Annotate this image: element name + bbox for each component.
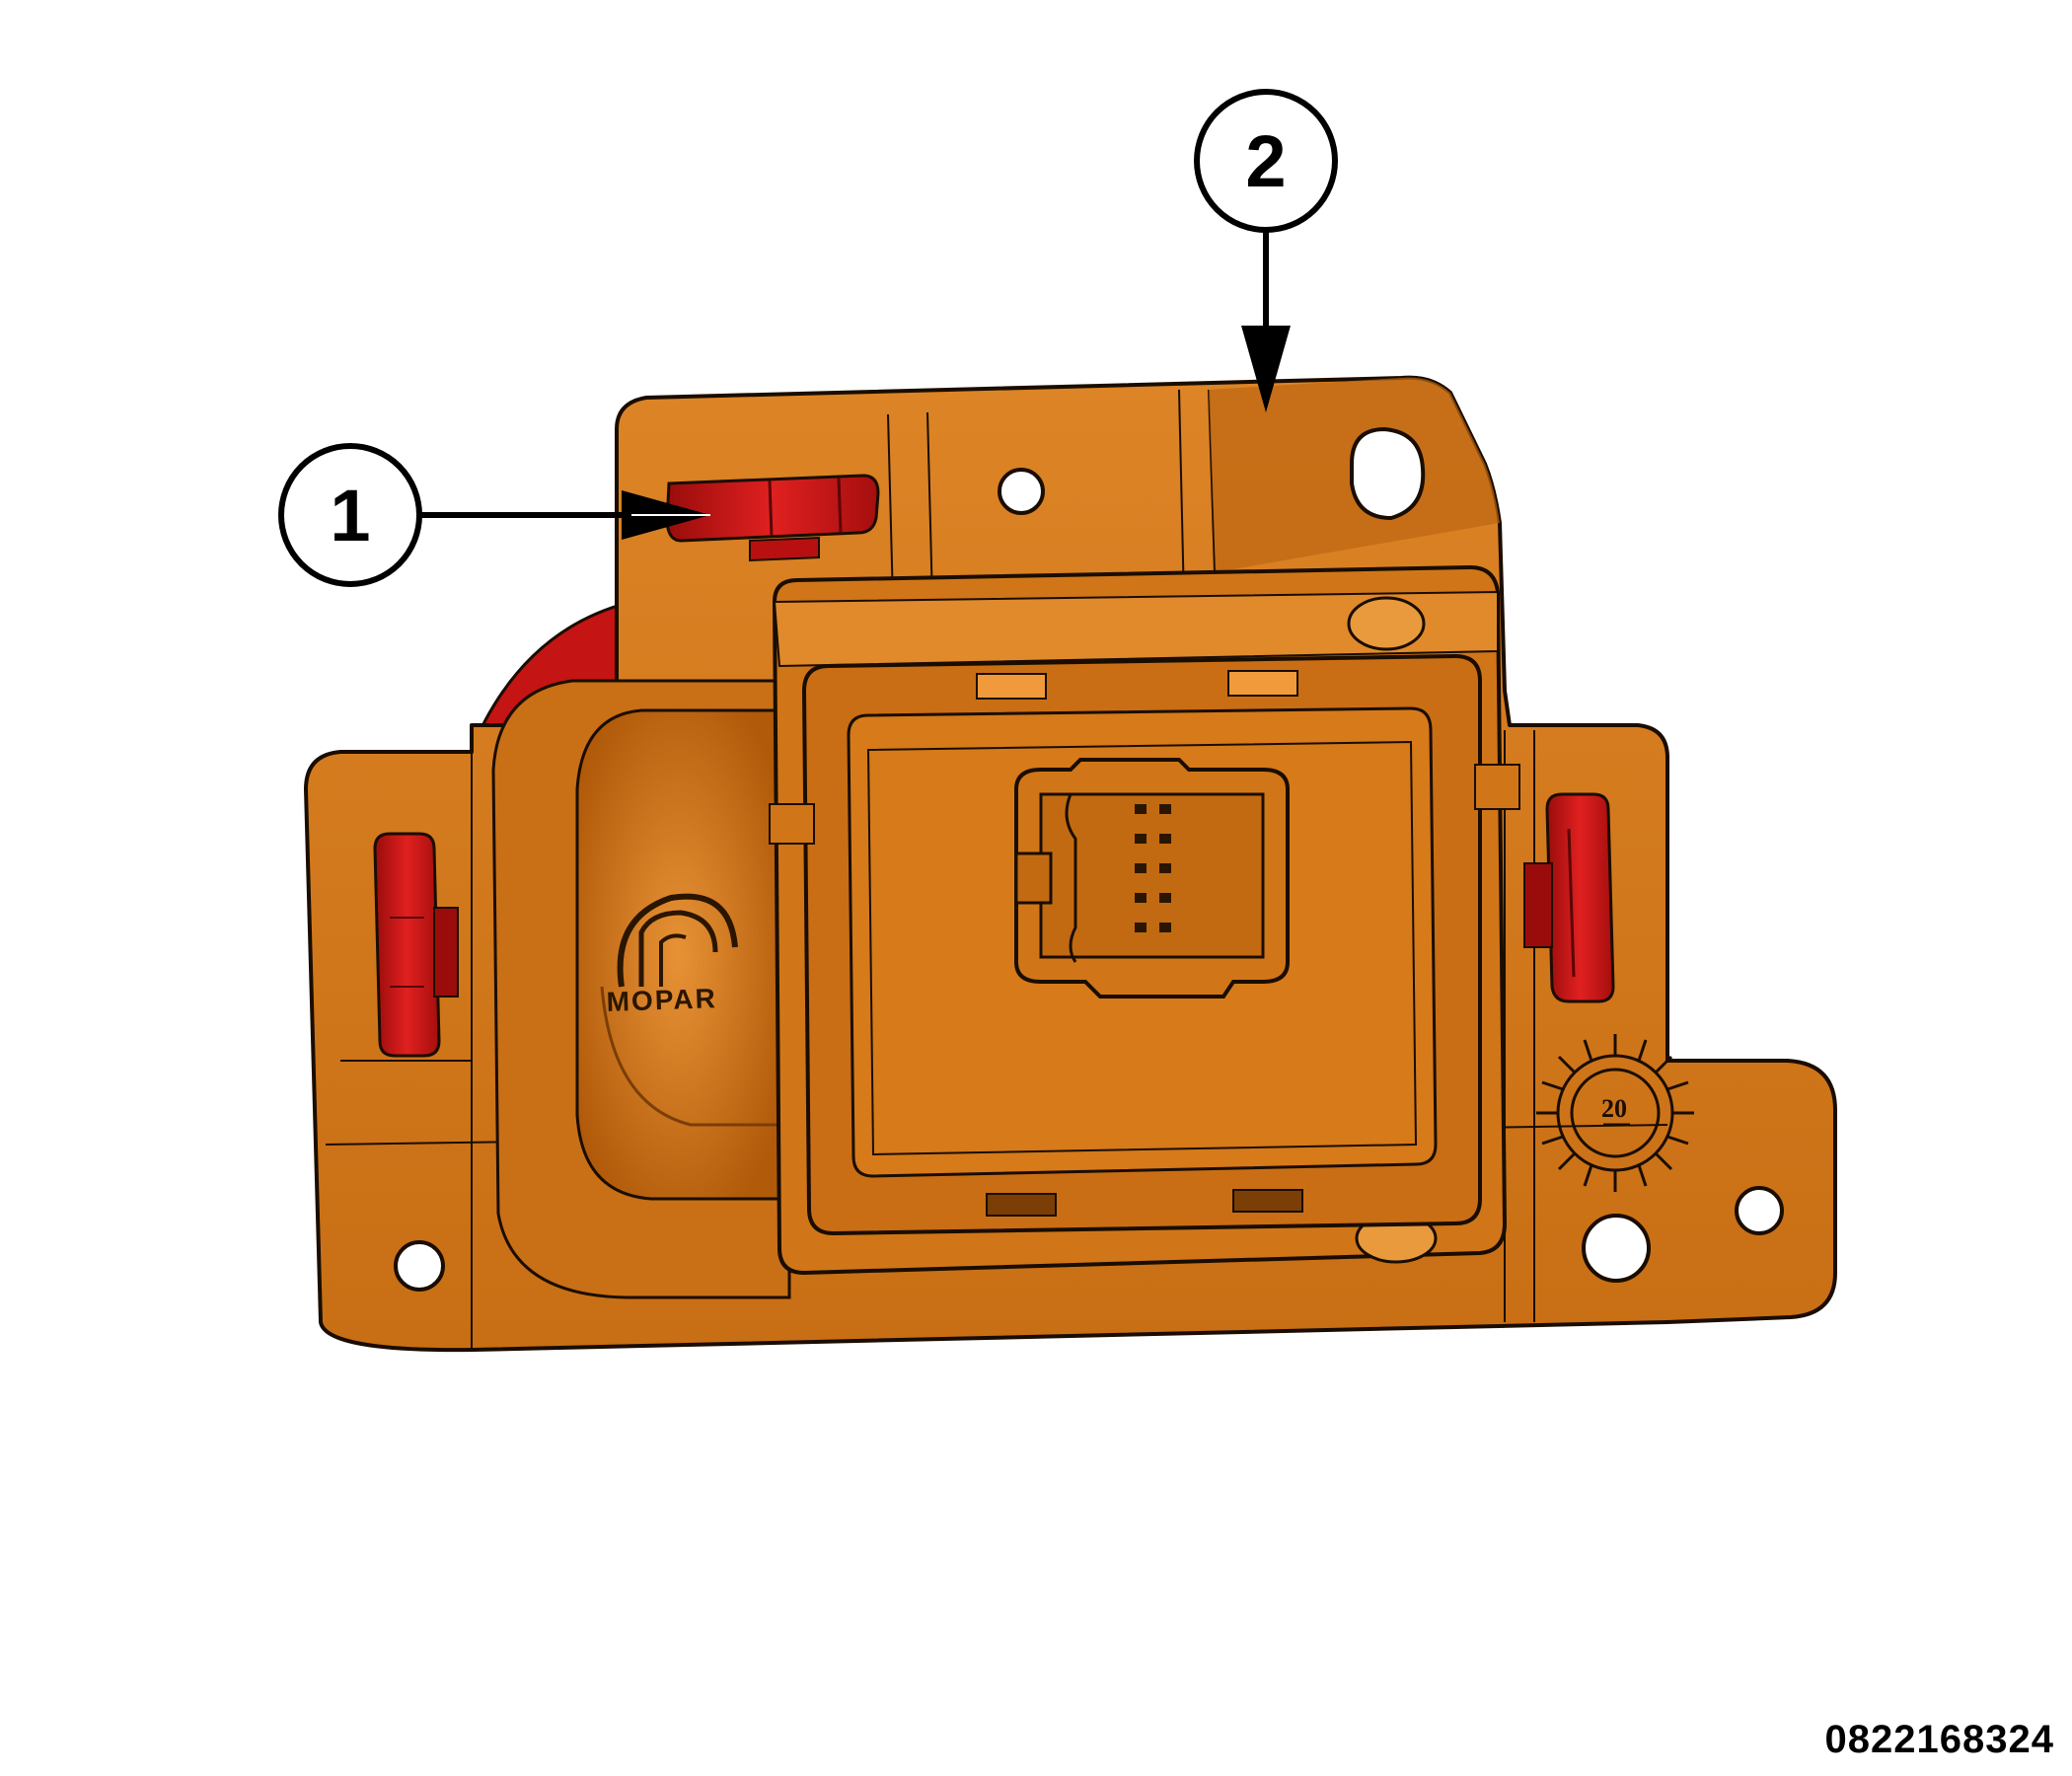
- frame-tab-right: [1227, 670, 1298, 697]
- housing-bump: [1347, 596, 1426, 651]
- callout-1: 1: [278, 443, 710, 587]
- mopar-logo-text: MOPAR: [606, 983, 717, 1017]
- switch-face-inner: [866, 740, 1418, 1156]
- date-wheel-number: 20: [1601, 1094, 1627, 1123]
- handle-cup-inner: [600, 986, 779, 1127]
- mounting-hole: [998, 468, 1045, 515]
- callout-1-label: 1: [330, 475, 370, 556]
- mopar-logo: MOPAR: [606, 893, 738, 1017]
- switch-housing-top-bevel: [773, 590, 1499, 668]
- frame-latch-left: [769, 803, 815, 845]
- mounting-hole-slotted: [1350, 426, 1426, 521]
- red-clip-top: [665, 474, 880, 562]
- figure-id: 0822168324: [1824, 1718, 2054, 1761]
- red-clip-right: [1523, 792, 1615, 1003]
- frame-tab-left: [976, 673, 1047, 700]
- mounting-hole: [1582, 1214, 1651, 1283]
- mounting-hole: [1735, 1186, 1784, 1235]
- frame-tab-bottom-right: [1232, 1189, 1303, 1213]
- date-wheel-marking: [1536, 1034, 1694, 1192]
- callout-2-arrowhead: [1241, 326, 1291, 412]
- frame-latch-right: [1474, 764, 1520, 810]
- frame-tab-bottom-left: [986, 1193, 1057, 1217]
- connector-pins: [1135, 804, 1171, 932]
- mounting-holes: [394, 426, 1784, 1292]
- callout-2: 2: [1194, 89, 1338, 412]
- electrical-connector: [1014, 758, 1290, 999]
- date-wheel-ticks: [1536, 1034, 1694, 1192]
- mounting-hole: [394, 1240, 445, 1292]
- callout-2-label: 2: [1245, 120, 1286, 202]
- red-clip-left: [373, 832, 459, 1058]
